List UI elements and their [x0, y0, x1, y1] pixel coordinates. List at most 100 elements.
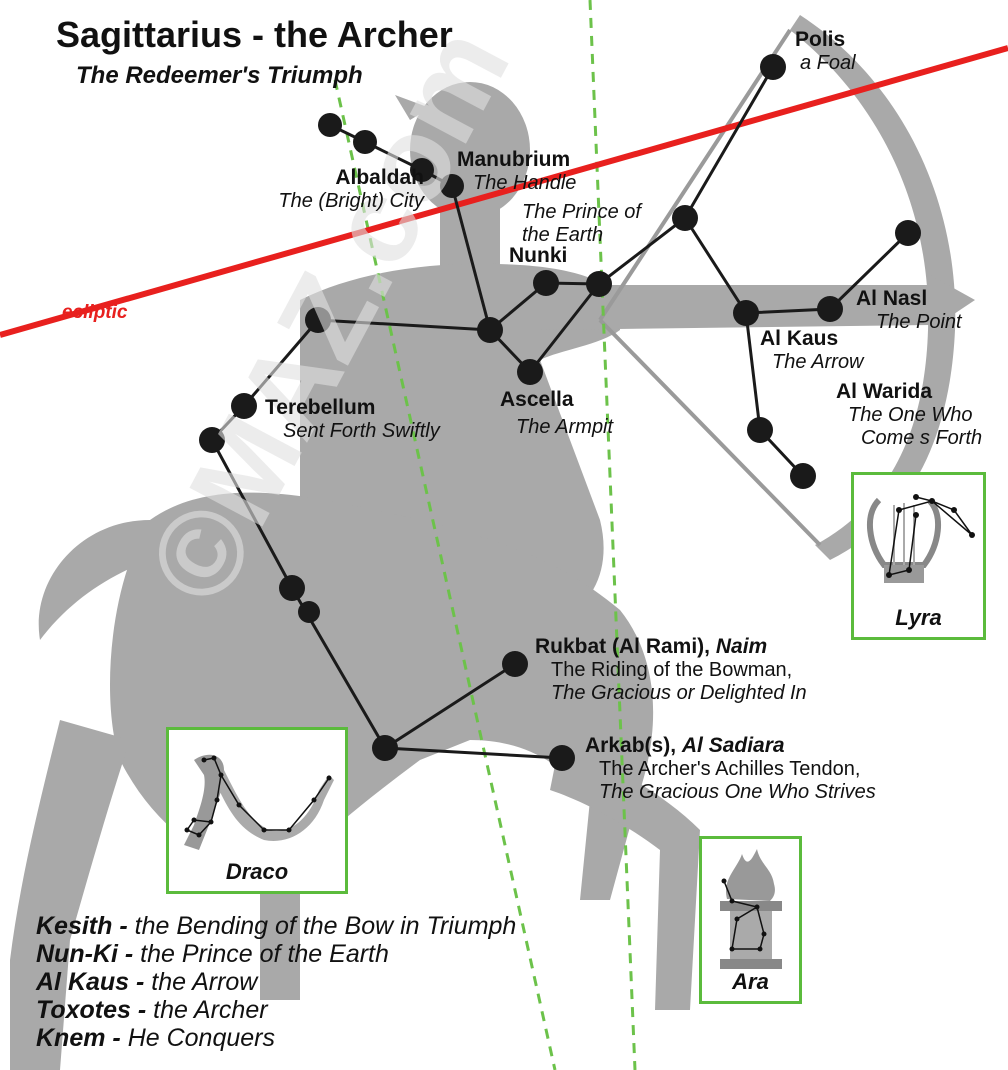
ara-icon — [720, 849, 782, 969]
star-translation: Come s Forth — [861, 427, 983, 450]
star-name: Ascella — [500, 388, 574, 411]
star-translation: The Handle — [473, 172, 577, 195]
name-term: Kesith - — [36, 912, 135, 940]
bow-string — [598, 28, 792, 322]
label-nunki: Nunki — [509, 244, 567, 268]
star — [410, 158, 434, 182]
star-translation: The Arrow — [772, 351, 864, 374]
star-name: Albaldah — [335, 166, 424, 189]
label-rukbat: Rukbat (Al Rami), Naim The Riding of the… — [535, 635, 807, 705]
star-arkab — [549, 745, 575, 771]
name-meaning: the Bending of the Bow in Triumph — [134, 912, 517, 940]
star — [477, 317, 503, 343]
bow-string-lower — [598, 318, 822, 547]
star-name-main: Arkab(s), — [585, 734, 682, 757]
star-translation: The Point — [876, 311, 962, 334]
draco-icon — [184, 754, 334, 850]
star-al-kaus — [733, 300, 759, 326]
lyra-icon — [866, 494, 975, 583]
label-al-nasl: Al Nasl The Point — [856, 287, 962, 334]
star — [895, 220, 921, 246]
star-al-nasl — [817, 296, 843, 322]
star-name: Terebellum — [265, 396, 376, 419]
label-al-warida: Al Warida The One Who Come s Forth — [836, 380, 982, 450]
star — [353, 130, 377, 154]
star — [279, 575, 305, 601]
name-meaning: the Archer — [153, 996, 268, 1024]
names-list-item: Al Kaus - the Arrow — [36, 968, 516, 996]
star-translation: The Gracious or Delighted In — [551, 682, 807, 705]
label-al-kaus: Al Kaus The Arrow — [760, 327, 864, 374]
diagram-title: Sagittarius - the Archer — [56, 14, 453, 55]
star — [298, 601, 320, 623]
label-terebellum: Terebellum Sent Forth Swiftly — [265, 396, 440, 443]
star-translation: Sent Forth Swiftly — [283, 420, 440, 443]
constellation-stars — [199, 54, 921, 771]
inset-label: Ara — [732, 969, 769, 994]
star-terebellum — [231, 393, 257, 419]
star — [199, 427, 225, 453]
label-ascella: Ascella The Armpit — [500, 388, 613, 439]
star-translation: The (Bright) City — [278, 190, 424, 213]
label-albaldah: Albaldah The (Bright) City — [248, 166, 424, 213]
star-polis — [760, 54, 786, 80]
names-list-item: Kesith - the Bending of the Bow in Trium… — [36, 912, 516, 940]
star — [672, 205, 698, 231]
inset-lyra: Lyra — [851, 472, 986, 640]
names-list: Kesith - the Bending of the Bow in Trium… — [36, 912, 516, 1052]
diagram-subtitle: The Redeemer's Triumph — [76, 62, 363, 89]
star — [305, 307, 331, 333]
star-translation: The Riding of the Bowman, — [551, 659, 793, 682]
names-list-item: Nun-Ki - the Prince of the Earth — [36, 940, 516, 968]
label-polis: Polis a Foal — [795, 28, 856, 75]
star-name: Polis — [795, 28, 846, 51]
label-arkab: Arkab(s), Al Sadiara The Archer's Achill… — [585, 734, 876, 804]
star-translation: The One Who — [848, 404, 973, 427]
star-translation: The Prince of — [522, 201, 641, 223]
name-term: Nun-Ki - — [36, 940, 141, 968]
star-al-warida — [747, 417, 773, 443]
star-name-alt: Naim — [715, 635, 768, 658]
ecliptic-label: ecliptic — [62, 302, 128, 323]
star-name: Manubrium — [457, 148, 571, 171]
star-manubrium — [440, 174, 464, 198]
star-ascella — [517, 359, 543, 385]
star-translation: a Foal — [800, 52, 856, 75]
star-translation: The Archer's Achilles Tendon, — [599, 758, 861, 781]
star — [586, 271, 612, 297]
name-term: Toxotes - — [36, 996, 154, 1024]
ecliptic-line — [0, 45, 1008, 338]
names-list-item: Knem - He Conquers — [36, 1024, 516, 1052]
name-meaning: He Conquers — [127, 1024, 275, 1052]
star — [318, 113, 342, 137]
inset-label: Lyra — [895, 605, 942, 630]
star-translation: The Armpit — [516, 416, 614, 439]
inset-ara: Ara — [699, 836, 802, 1004]
star-translation: the Earth — [522, 224, 604, 246]
name-term: Al Kaus - — [36, 968, 152, 996]
star-name: Al Warida — [836, 380, 933, 403]
star-name-alt: Al Sadiara — [681, 734, 785, 757]
star-name: Rukbat (Al Rami), Naim — [535, 635, 807, 659]
star-name-main: Rukbat (Al Rami), — [535, 635, 716, 658]
star-nunki — [533, 270, 559, 296]
star-name: Nunki — [509, 244, 568, 267]
star-rukbat — [502, 651, 528, 677]
name-meaning: the Arrow — [151, 968, 258, 996]
star — [372, 735, 398, 761]
inset-draco: Draco — [166, 727, 348, 894]
star-translation: The Gracious One Who Strives — [599, 781, 876, 804]
star-name: Al Nasl — [856, 287, 928, 310]
names-list-item: Toxotes - the Archer — [36, 996, 516, 1024]
star — [790, 463, 816, 489]
name-term: Knem - — [36, 1024, 128, 1052]
star-name: Al Kaus — [760, 327, 839, 350]
label-manubrium: Manubrium The Handle — [457, 148, 576, 195]
star-name: Arkab(s), Al Sadiara — [585, 734, 876, 758]
inset-label: Draco — [225, 859, 289, 884]
label-prince-of-earth: The Prince of the Earth — [522, 201, 641, 247]
name-meaning: the Prince of the Earth — [140, 940, 389, 968]
guide-line-left — [333, 79, 557, 1070]
